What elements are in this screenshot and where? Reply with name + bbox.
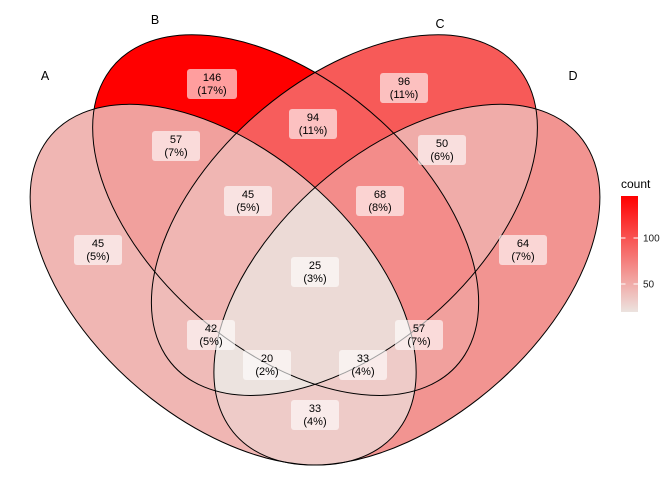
- legend-tick-label-50: 50: [643, 280, 655, 291]
- region-pct-AC: (5%): [199, 336, 222, 348]
- set-label-B: B: [151, 13, 159, 27]
- region-pct-ABD: (4%): [351, 366, 374, 378]
- region-count-ABD: 33: [357, 353, 369, 365]
- region-label-box: [499, 235, 547, 265]
- region-label-BC: 94 (11%): [289, 109, 337, 139]
- set-outline-D: [156, 31, 658, 480]
- region-label-box: [418, 135, 466, 165]
- region-label-BD: 57 (7%): [395, 320, 443, 350]
- region-label-box: [224, 186, 272, 216]
- set-label-C: C: [435, 17, 444, 31]
- region-count-CD: 50: [436, 138, 448, 150]
- region-count-BCD: 68: [374, 189, 386, 201]
- region-label-box: [243, 350, 291, 380]
- region-count-D: 64: [517, 238, 529, 250]
- region-label-B: 146 (17%): [187, 69, 237, 99]
- set-outline-A: [0, 31, 474, 480]
- region-label-AC: 42 (5%): [187, 320, 235, 350]
- region-label-ABCD: 25 (3%): [291, 257, 339, 287]
- region-count-AB: 57: [170, 134, 182, 146]
- region-label-BCD: 68 (8%): [356, 186, 404, 216]
- region-label-AB: 57 (7%): [152, 131, 200, 161]
- region-label-box: [291, 400, 339, 430]
- region-pct-ABCD: (3%): [303, 273, 326, 285]
- region-label-box: [339, 350, 387, 380]
- region-label-box: [291, 257, 339, 287]
- region-count-BD: 57: [413, 323, 425, 335]
- region-pct-B: (17%): [197, 85, 226, 97]
- region-pct-BD: (7%): [407, 336, 430, 348]
- region-label-box: [356, 186, 404, 216]
- region-label-C: 96 (11%): [380, 73, 428, 103]
- region-label-box: [74, 235, 122, 265]
- region-label-box: [395, 320, 443, 350]
- region-label-ABC: 45 (5%): [224, 186, 272, 216]
- region-count-AD: 33: [309, 403, 321, 415]
- legend: count 100 50: [621, 177, 660, 312]
- region-label-D: 64 (7%): [499, 235, 547, 265]
- region-label-box: [152, 131, 200, 161]
- legend-tick-label-100: 100: [643, 234, 660, 245]
- region-label-ACD: 20 (2%): [243, 350, 291, 380]
- region-count-ABCD: 25: [309, 260, 321, 272]
- set-label-D: D: [568, 69, 577, 83]
- legend-gradient-bar: [621, 196, 638, 312]
- region-label-box: [380, 73, 428, 103]
- region-pct-BC: (11%): [299, 125, 328, 137]
- region-pct-C: (11%): [390, 89, 419, 101]
- legend-title: count: [621, 177, 651, 191]
- region-label-A: 45 (5%): [74, 235, 122, 265]
- region-pct-AD: (4%): [303, 416, 326, 428]
- region-count-ABC: 45: [242, 189, 254, 201]
- region-pct-AB: (7%): [164, 147, 187, 159]
- region-label-box: [187, 69, 237, 99]
- region-pct-CD: (6%): [430, 151, 453, 163]
- region-count-ACD: 20: [261, 353, 273, 365]
- region-label-ABD: 33 (4%): [339, 350, 387, 380]
- set-label-A: A: [41, 69, 50, 83]
- region-pct-BCD: (8%): [368, 202, 391, 214]
- region-label-box: [289, 109, 337, 139]
- region-count-A: 45: [92, 238, 104, 250]
- region-count-C: 96: [398, 76, 410, 88]
- region-label-CD: 50 (6%): [418, 135, 466, 165]
- region-pct-ABC: (5%): [236, 202, 259, 214]
- region-count-BC: 94: [307, 112, 319, 124]
- region-pct-A: (5%): [86, 251, 109, 263]
- region-pct-D: (7%): [511, 251, 534, 263]
- region-label-AD: 33 (4%): [291, 400, 339, 430]
- region-count-AC: 42: [205, 323, 217, 335]
- region-count-B: 146: [203, 72, 221, 84]
- region-pct-ACD: (2%): [255, 366, 278, 378]
- region-label-box: [187, 320, 235, 350]
